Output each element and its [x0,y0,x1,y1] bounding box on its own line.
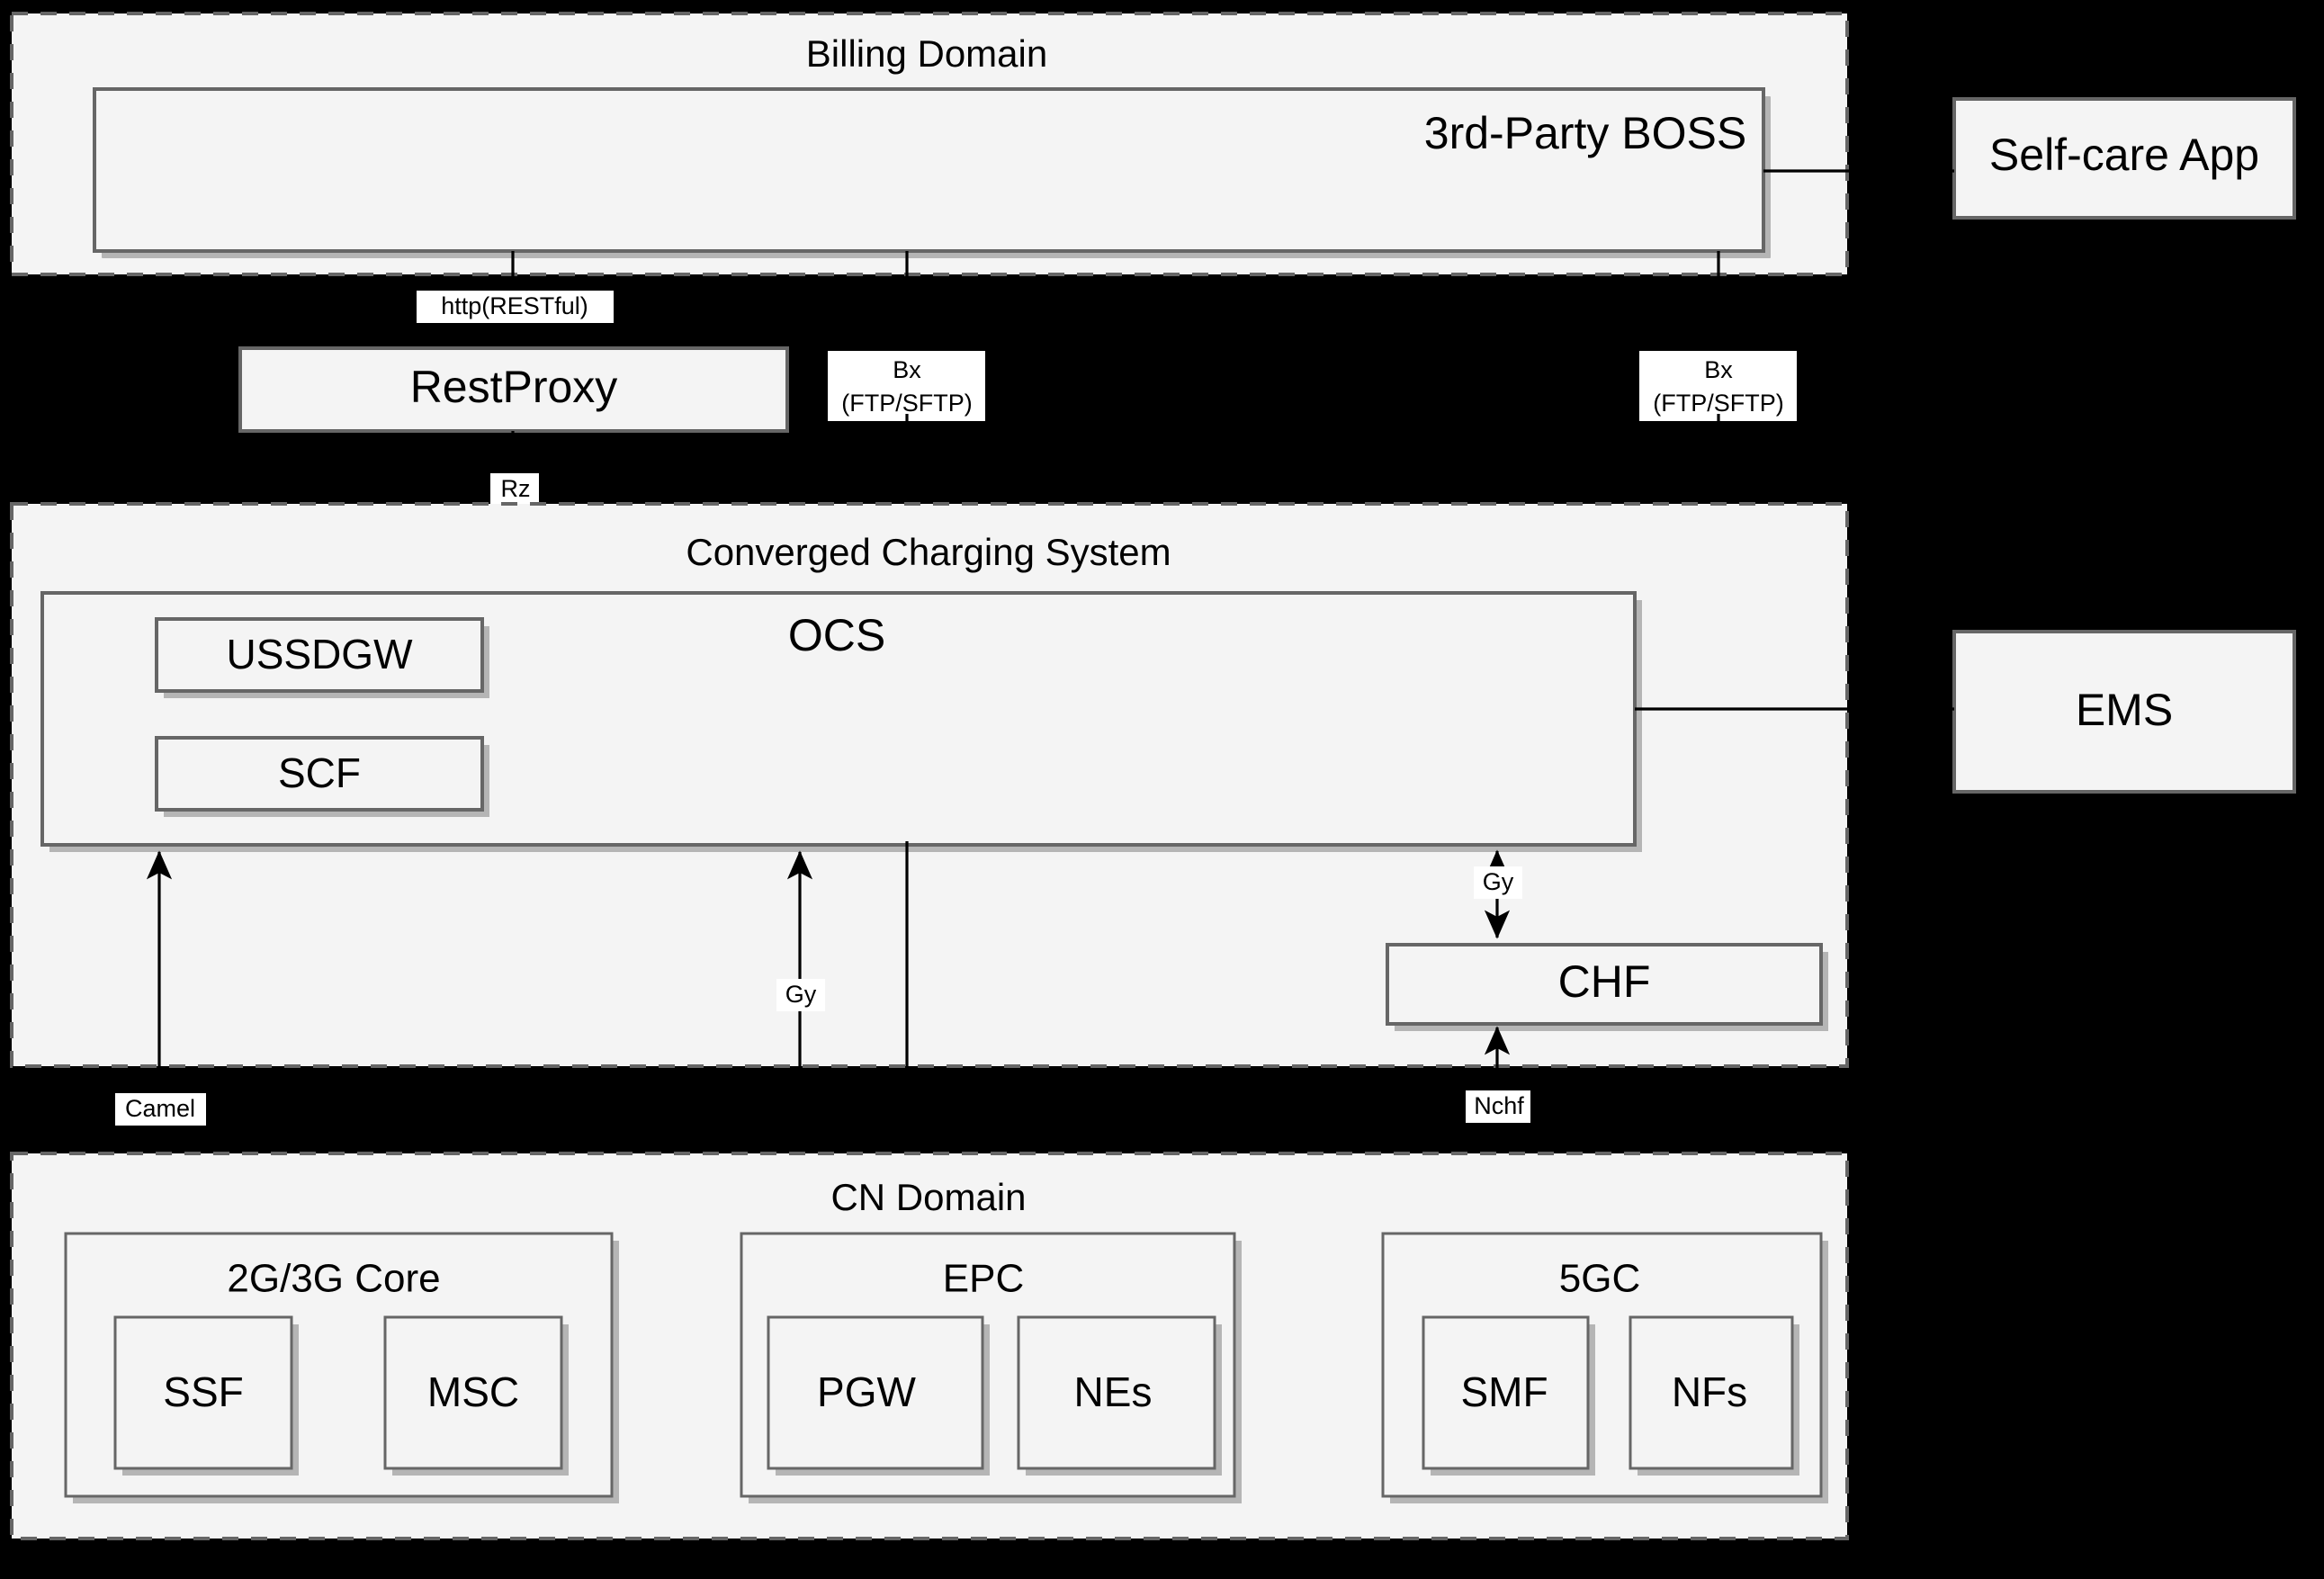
msc-box[interactable] [383,1315,563,1470]
chf-box[interactable] [1386,943,1823,1026]
gy-epc-label-bg [776,979,825,1011]
rest-proxy-node: RestProxy [238,346,794,438]
self-care-app-box[interactable] [1952,97,2296,220]
edge-label-rz: Rz [490,473,539,506]
rest-proxy-label: RestProxy [410,362,618,412]
ccs-label: Converged Charging System [686,531,1171,573]
rest-proxy-box[interactable] [238,346,789,433]
pgw-box[interactable] [767,1315,984,1470]
group-5gc-label: 5GC [1559,1257,1640,1301]
nchf-label-bg [1466,1090,1530,1123]
edge-label-bx-left: Bx (FTP/SFTP) [828,351,985,421]
ems-node: EMS [1952,630,2302,799]
zone-cn-domain: CN Domain 2G/3G Core SSF MSC EPC PGW NEs [10,1152,1849,1540]
ssf-label: SSF [163,1368,243,1415]
nes-label: NEs [1074,1368,1153,1415]
edge-label-bx-right: Bx (FTP/SFTP) [1639,351,1797,421]
self-care-app-node: Self-care App [1952,97,2302,225]
rz-label-bg [490,473,539,506]
self-care-app-label: Self-care App [1989,130,2259,180]
scf-box[interactable] [155,736,484,812]
bx-right-label-line2: (FTP/SFTP) [1653,390,1783,417]
zone-converged-charging-system: Converged Charging System OCS USSDGW SCF… [10,502,1849,1068]
http-restful-label: http(RESTful) [441,292,588,319]
zone-billing-domain: Billing Domain 3rd-Party BOSS [10,12,1849,276]
group-epc-label: EPC [943,1257,1024,1301]
ems-label: EMS [2076,685,2173,735]
gy-epc-label: Gy [785,981,817,1008]
nfs-label: NFs [1672,1368,1747,1415]
edge-label-http-restful: http(RESTful) [417,291,614,323]
camel-label: Camel [125,1095,195,1122]
bx-left-label-bg [828,351,985,421]
edge-label-nchf: Nchf [1466,1090,1530,1123]
bx-left-label-line1: Bx [893,356,921,383]
smf-label: SMF [1460,1368,1548,1415]
third-party-boss-label: 3rd-Party BOSS [1424,108,1746,158]
chf-label: CHF [1558,956,1651,1007]
gy-ocs-chf-label: Gy [1483,868,1514,895]
ems-box[interactable] [1952,630,2296,794]
nfs-box[interactable] [1629,1315,1794,1470]
pgw-label: PGW [817,1368,916,1415]
bx-right-label-line1: Bx [1704,356,1733,383]
bx-left-label-line2: (FTP/SFTP) [841,390,972,417]
edge-label-gy-ocs-chf: Gy [1474,866,1522,899]
billing-domain-label: Billing Domain [806,32,1047,75]
bx-right-label-bg [1639,351,1797,421]
ussdgw-box[interactable] [155,617,484,693]
edge-label-camel: Camel [115,1093,206,1126]
scf-label: SCF [278,749,361,796]
edge-label-gy-epc: Gy [776,979,825,1011]
smf-box[interactable] [1422,1315,1590,1470]
camel-label-bg [115,1093,206,1126]
http-restful-label-bg [417,291,614,323]
nchf-label: Nchf [1474,1092,1524,1119]
rz-label: Rz [501,475,531,502]
cn-domain-label: CN Domain [830,1176,1026,1218]
msc-label: MSC [427,1368,519,1415]
ssf-box[interactable] [113,1315,293,1470]
nes-box[interactable] [1017,1315,1216,1470]
group-2g3g-core-label: 2G/3G Core [227,1257,440,1301]
gy-ocs-chf-label-bg [1474,866,1522,899]
third-party-boss-box[interactable] [93,87,1765,253]
ocs-label: OCS [788,610,885,660]
ussdgw-label: USSDGW [227,631,414,677]
